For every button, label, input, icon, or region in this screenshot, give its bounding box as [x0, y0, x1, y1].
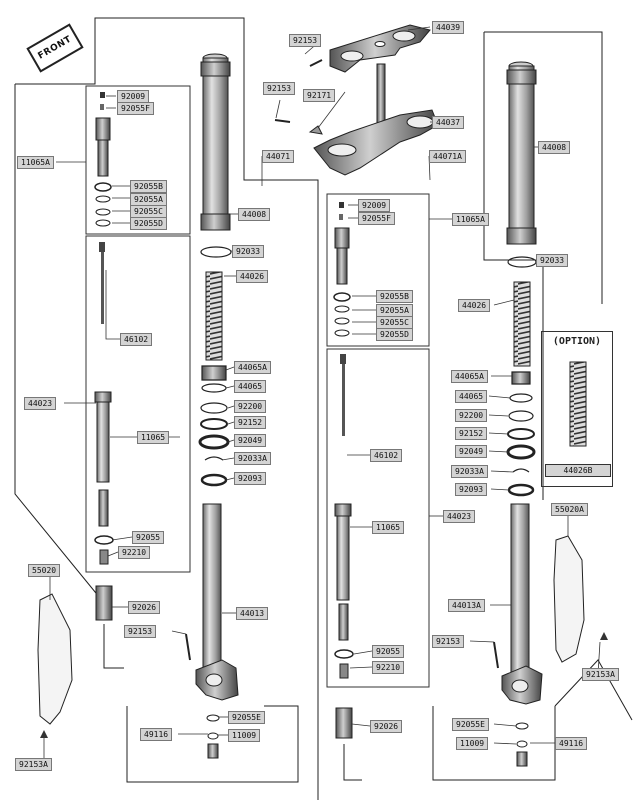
part-label-92033a-b[interactable]: 92033A	[451, 465, 488, 478]
part-label-44065-b[interactable]: 44065	[455, 390, 488, 403]
left-spring	[205, 271, 223, 361]
part-label-11065-a[interactable]: 11065	[137, 431, 170, 444]
part-label-92153a-b[interactable]: 92153A	[582, 668, 619, 681]
part-label-92210-a[interactable]: 92210	[118, 546, 151, 559]
part-label-11009-b[interactable]: 11009	[456, 737, 489, 750]
part-label-44071[interactable]: 44071	[262, 150, 295, 163]
part-label-92033a-a[interactable]: 92033A	[234, 452, 271, 465]
part-label-55020[interactable]: 55020	[28, 564, 61, 577]
part-label-92153-d[interactable]: 92153	[432, 635, 465, 648]
part-label-92055d-b[interactable]: 92055D	[376, 328, 413, 341]
part-label-92055b-b[interactable]: 92055B	[376, 290, 413, 303]
part-label-11065a-a[interactable]: 11065A	[17, 156, 54, 169]
part-label-44026-b[interactable]: 44026	[458, 299, 491, 312]
right-cartridge-top	[333, 202, 351, 337]
part-label-92152-a[interactable]: 92152	[234, 416, 267, 429]
part-label-44065a-b[interactable]: 44065A	[451, 370, 488, 383]
part-label-92055e-b[interactable]: 92055E	[452, 718, 489, 731]
part-label-44013a[interactable]: 44013A	[448, 599, 485, 612]
part-label-55020a[interactable]: 55020A	[551, 503, 588, 516]
part-label-92153-a[interactable]: 92153	[289, 34, 322, 47]
option-spring	[569, 361, 587, 447]
part-label-44071a[interactable]: 44071A	[429, 150, 466, 163]
left-cartridge-top	[94, 92, 112, 227]
part-label-44065a-a[interactable]: 44065A	[234, 361, 271, 374]
right-bottom-bolt	[335, 707, 362, 781]
part-label-11009-a[interactable]: 11009	[228, 729, 261, 742]
part-label-11065-b[interactable]: 11065	[372, 521, 405, 534]
part-label-92210-b[interactable]: 92210	[372, 661, 405, 674]
part-label-92093-b[interactable]: 92093	[455, 483, 488, 496]
part-label-92033-b[interactable]: 92033	[536, 254, 569, 267]
part-label-92153a-a[interactable]: 92153A	[15, 758, 52, 771]
left-axle-parts	[206, 714, 220, 759]
left-outer-tube	[200, 53, 232, 258]
right-inner-tube	[493, 503, 543, 705]
left-bottom-bolt	[95, 585, 124, 669]
part-label-92200-a[interactable]: 92200	[234, 400, 267, 413]
part-label-92200-b[interactable]: 92200	[455, 409, 488, 422]
option-title: (OPTION)	[552, 336, 602, 347]
part-label-44065-a[interactable]: 44065	[234, 380, 267, 393]
left-spacers-and-seals	[198, 365, 230, 487]
part-label-44026-a[interactable]: 44026	[236, 270, 269, 283]
left-fork-guard	[37, 593, 73, 725]
part-label-92093-a[interactable]: 92093	[234, 472, 267, 485]
subassembly-boxes	[85, 85, 430, 688]
part-label-92055d-a[interactable]: 92055D	[130, 217, 167, 230]
part-label-92049-a[interactable]: 92049	[234, 434, 267, 447]
part-label-49116-b[interactable]: 49116	[555, 737, 588, 750]
upper-triple-clamp	[309, 24, 431, 73]
assembly-outlines	[14, 17, 633, 800]
part-label-92055f-a[interactable]: 92055F	[117, 102, 154, 115]
part-label-92055e-a[interactable]: 92055E	[228, 711, 265, 724]
part-label-92055b-a[interactable]: 92055B	[130, 180, 167, 193]
part-label-92152-b[interactable]: 92152	[455, 427, 488, 440]
part-label-92026-a[interactable]: 92026	[128, 601, 161, 614]
part-label-92055f-b[interactable]: 92055F	[358, 212, 395, 225]
left-inner-tube	[185, 503, 239, 701]
part-label-44023-b[interactable]: 44023	[443, 510, 476, 523]
part-label-44008-a[interactable]: 44008	[238, 208, 271, 221]
right-axle-parts	[515, 722, 529, 767]
right-damper-rod	[334, 354, 354, 679]
part-label-46102-b[interactable]: 46102	[370, 449, 403, 462]
part-label-92153-c[interactable]: 92153	[124, 625, 157, 638]
part-label-44023-a[interactable]: 44023	[24, 397, 57, 410]
part-label-92055-a[interactable]: 92055	[132, 531, 165, 544]
right-outer-tube	[506, 61, 537, 268]
part-label-92055-b[interactable]: 92055	[372, 645, 405, 658]
leader-lines	[43, 26, 601, 758]
part-label-92009-b[interactable]: 92009	[358, 199, 391, 212]
part-label-44026b-option[interactable]: 44026B	[545, 464, 611, 477]
right-spacers-and-seals	[506, 371, 536, 497]
part-label-92153-b[interactable]: 92153	[263, 82, 296, 95]
part-label-44013[interactable]: 44013	[236, 607, 269, 620]
part-label-44039[interactable]: 44039	[432, 21, 465, 34]
right-spring	[513, 281, 531, 367]
option-box: (OPTION)	[541, 331, 613, 487]
part-label-92049-b[interactable]: 92049	[455, 445, 488, 458]
part-label-11065a-b[interactable]: 11065A	[452, 213, 489, 226]
steering-stem-lower-clamp	[274, 63, 439, 176]
right-fork-guard	[553, 535, 585, 663]
part-label-44037[interactable]: 44037	[432, 116, 465, 129]
part-label-92171[interactable]: 92171	[303, 89, 336, 102]
part-label-92026-b[interactable]: 92026	[370, 720, 403, 733]
left-damper-rod	[94, 242, 114, 565]
part-label-49116-a[interactable]: 49116	[140, 728, 173, 741]
part-label-92033-a[interactable]: 92033	[232, 245, 265, 258]
part-label-46102-a[interactable]: 46102	[120, 333, 153, 346]
part-label-44008-b[interactable]: 44008	[538, 141, 571, 154]
